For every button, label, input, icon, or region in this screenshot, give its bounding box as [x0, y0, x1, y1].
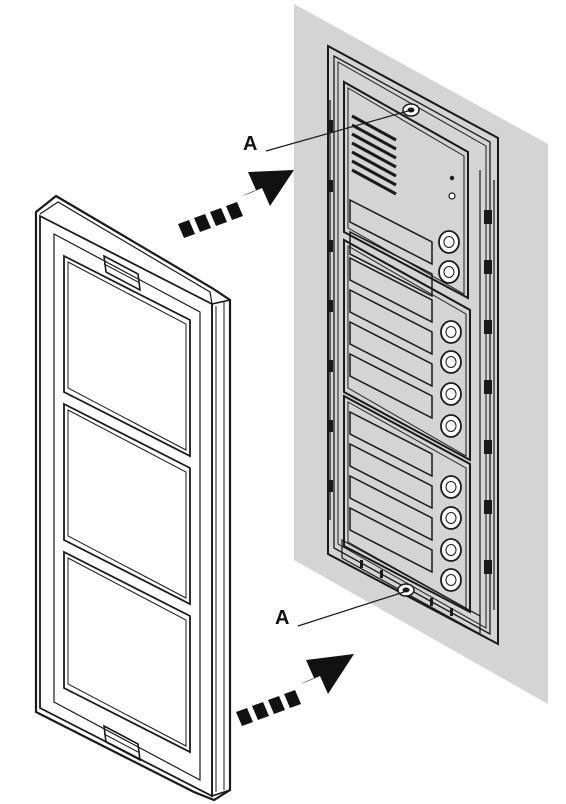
name-tag — [349, 474, 433, 542]
name-tag — [349, 320, 433, 388]
top-clip — [103, 254, 141, 292]
speaker-grille — [351, 114, 397, 196]
button-module-2 — [343, 394, 471, 614]
frame-window-1 — [63, 254, 191, 458]
call-button — [440, 382, 462, 406]
call-button — [438, 230, 460, 254]
call-button — [440, 320, 462, 344]
front-frame — [34, 194, 232, 802]
top-fixing-screw-icon — [402, 103, 420, 117]
name-tag — [349, 256, 433, 324]
name-tag — [349, 352, 433, 420]
name-tag — [349, 442, 433, 510]
insertion-arrow-upper — [178, 170, 294, 238]
led-indicator-icon — [449, 175, 455, 181]
call-button — [440, 568, 462, 592]
button-module-1 — [343, 238, 471, 462]
callout-label-top: A — [243, 133, 257, 155]
callout-leader-bottom — [297, 591, 405, 627]
wall-surface — [294, 4, 548, 704]
name-tag — [349, 198, 433, 266]
call-button — [440, 475, 462, 499]
microphone-icon — [448, 192, 456, 200]
audio-module — [343, 80, 469, 300]
callout-leader-top — [265, 110, 409, 152]
frame-window-2 — [63, 402, 191, 606]
frame-window-3 — [63, 550, 191, 754]
call-button — [440, 350, 462, 374]
name-tag — [349, 288, 433, 356]
insertion-arrow-lower — [236, 654, 354, 726]
bottom-fixing-screw-icon — [397, 583, 415, 597]
bottom-clip — [103, 724, 141, 762]
name-tag — [349, 410, 433, 478]
callout-label-bottom: A — [275, 607, 289, 629]
call-button — [440, 538, 462, 562]
name-tag — [349, 506, 433, 574]
call-button — [438, 260, 460, 284]
call-button — [440, 414, 462, 438]
call-button — [440, 506, 462, 530]
